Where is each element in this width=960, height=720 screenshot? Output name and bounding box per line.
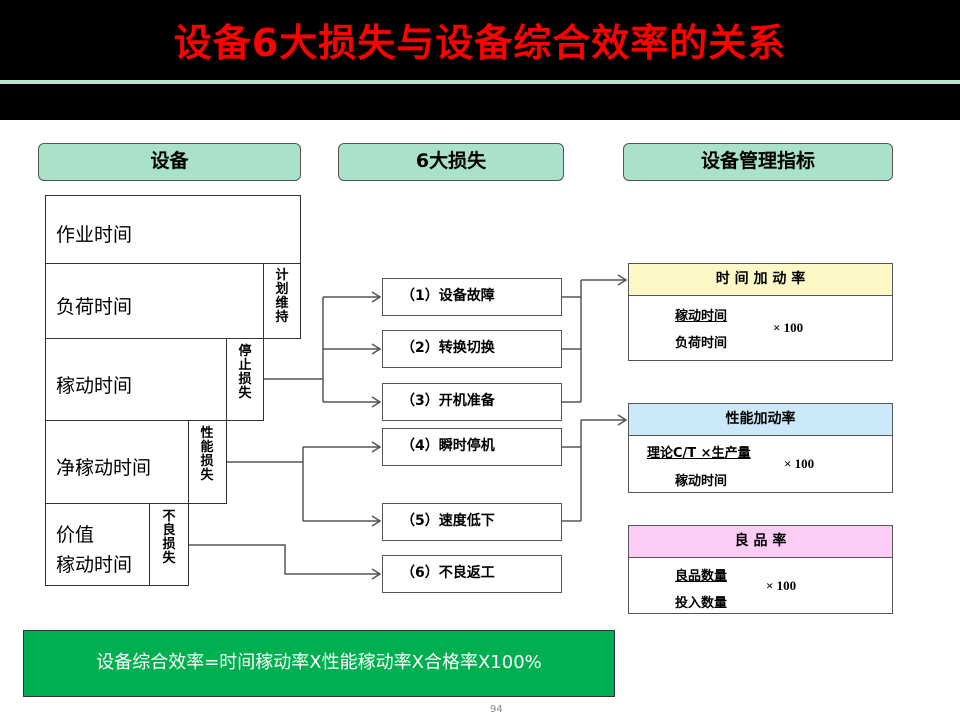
running-time-label: 稼动时间: [56, 375, 133, 397]
performance-loss-label: 性能损失: [200, 426, 214, 483]
loss-item-5: （5）速度低下: [382, 503, 562, 541]
header-six-losses: 6大损失: [338, 143, 564, 181]
block-net-running-time: 净稼动时间: [45, 420, 189, 504]
arrow-to-time-rate: [581, 274, 628, 286]
indicator-title: 良 品 率: [629, 526, 892, 558]
loss-item-2: （2）转换切换: [382, 330, 562, 368]
connector-losses-1-3: [562, 296, 581, 403]
stop-loss-cell: 停止损失: [226, 338, 264, 421]
header-equipment: 设备: [38, 143, 301, 181]
arrow-to-loss-6: [189, 544, 382, 580]
loss-item-3: （3）开机准备: [382, 383, 562, 421]
operating-time-label: 作业时间: [56, 224, 133, 246]
stop-loss-label: 停止损失: [238, 344, 252, 401]
loss-item-1: （1）设备故障: [382, 278, 562, 316]
loss-item-6: （6）不良返工: [382, 555, 562, 593]
arrow-to-performance-rate: [581, 414, 628, 426]
arrow-to-loss-5: [303, 515, 382, 527]
oee-formula: 设备综合效率=时间稼动率X性能稼动率X合格率X100%: [23, 630, 615, 697]
performance-loss-cell: 性能损失: [188, 420, 227, 504]
planned-maintenance-label: 计划维持: [275, 268, 289, 325]
title-band: [0, 84, 960, 120]
block-load-time: 负荷时间: [45, 263, 264, 339]
page-title: 设备6大损失与设备综合效率的关系: [173, 21, 787, 65]
value-running-time-line2: 稼动时间: [56, 554, 133, 576]
net-running-time-label: 净稼动时间: [56, 457, 152, 479]
indicator-time-availability: 时 间 加 动 率 稼动时间 负荷时间 × 100: [628, 263, 893, 361]
indicator-multiplier: × 100: [784, 456, 815, 471]
connector-losses-4-5: [562, 446, 581, 522]
indicator-numerator: 良品数量: [675, 569, 728, 584]
page-number: 94: [490, 704, 503, 715]
loss-item-4: （4）瞬时停机: [382, 428, 562, 466]
indicator-yield-rate: 良 品 率 良品数量 投入数量 × 100: [628, 525, 893, 614]
indicator-multiplier: × 100: [773, 320, 804, 335]
load-time-label: 负荷时间: [56, 296, 133, 318]
indicator-denominator: 负荷时间: [675, 336, 728, 351]
arrow-to-loss-1: [323, 291, 382, 303]
header-indicators: 设备管理指标: [623, 143, 893, 181]
arrow-to-loss-2: [323, 343, 382, 355]
arrow-to-loss-4: [303, 441, 382, 453]
indicator-denominator: 投入数量: [675, 596, 728, 611]
value-running-time-line1: 价值: [56, 524, 95, 546]
defect-loss-cell: 不良损失: [149, 503, 189, 586]
defect-loss-label: 不良损失: [162, 509, 176, 566]
indicator-multiplier: × 100: [766, 578, 797, 593]
planned-maintenance-cell: 计划维持: [263, 263, 301, 339]
indicator-denominator: 稼动时间: [675, 474, 728, 489]
indicator-performance-rate: 性能加动率 理论C/T ×生产量 稼动时间 × 100: [628, 403, 893, 493]
block-running-time: 稼动时间: [45, 338, 227, 421]
title-bar: [0, 0, 960, 80]
title-divider: [0, 80, 960, 84]
arrow-to-loss-3: [323, 396, 382, 408]
indicator-title: 性能加动率: [629, 404, 892, 436]
indicator-title: 时 间 加 动 率: [629, 264, 892, 296]
indicator-numerator: 稼动时间: [675, 309, 728, 324]
block-operating-time: 作业时间: [45, 195, 301, 264]
block-value-running-time: 价值 稼动时间: [45, 503, 150, 586]
indicator-numerator: 理论C/T ×生产量: [647, 446, 751, 461]
